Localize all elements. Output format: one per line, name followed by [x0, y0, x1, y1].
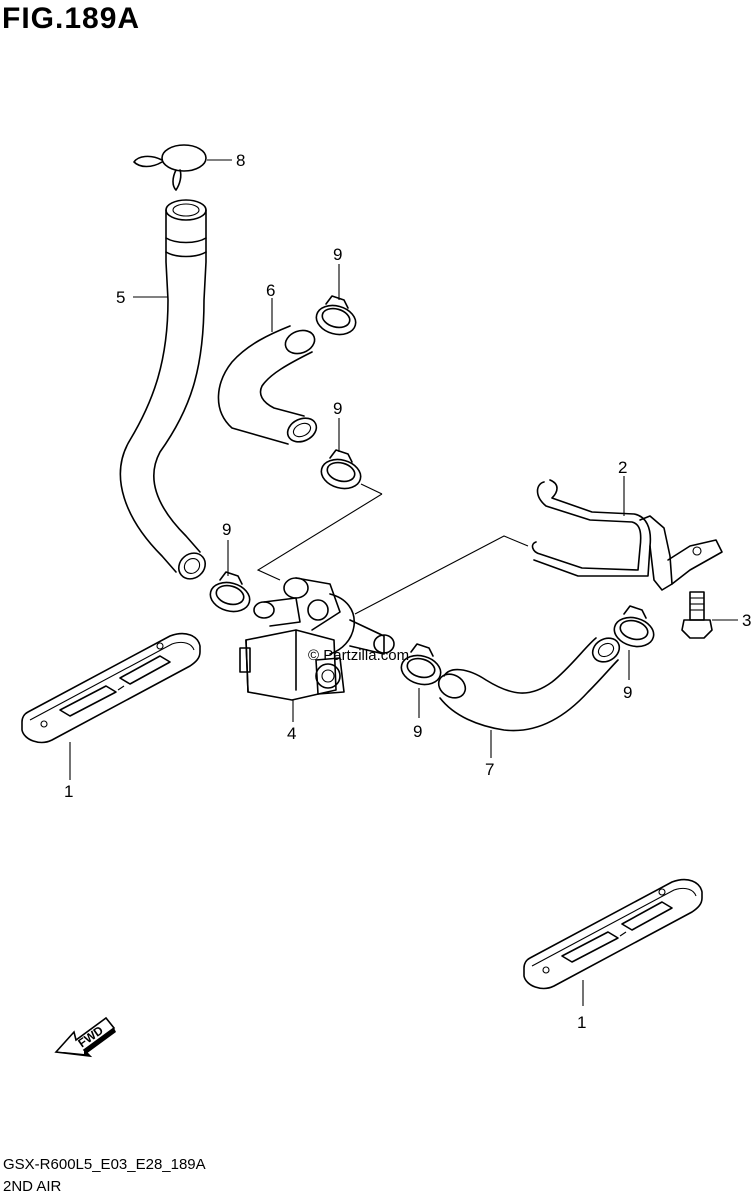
figure-name: 2ND AIR	[3, 1178, 62, 1195]
part-7-hose[interactable]	[434, 633, 623, 732]
part-5-hose[interactable]	[119, 199, 210, 584]
callout-2: 2	[618, 458, 627, 477]
callout-8: 8	[236, 151, 245, 170]
part-2-bracket[interactable]	[531, 479, 723, 591]
part-9-clamp-e[interactable]	[611, 605, 657, 651]
part-9-clamp-a[interactable]	[313, 295, 359, 339]
callout-5: 5	[116, 288, 125, 307]
callout-9-e: 9	[623, 683, 632, 702]
callout-6: 6	[266, 281, 275, 300]
callout-9-b: 9	[333, 399, 342, 418]
part-6-hose[interactable]	[217, 325, 320, 446]
callout-9-c: 9	[222, 520, 231, 539]
callout-3: 3	[742, 611, 751, 630]
part-4-control-valve[interactable]	[239, 577, 395, 701]
callout-9-d: 9	[413, 722, 422, 741]
callout-4: 4	[287, 724, 296, 743]
part-9-clamp-b[interactable]	[318, 449, 364, 493]
part-1-plate-right[interactable]	[523, 878, 703, 990]
part-9-clamp-c[interactable]	[207, 571, 253, 616]
fwd-arrow-icon: FWD	[54, 1016, 116, 1058]
part-1-plate-left[interactable]	[21, 632, 201, 744]
callout-1-a: 1	[64, 782, 73, 801]
part-8-cap[interactable]	[133, 144, 207, 191]
callout-9-a: 9	[333, 245, 342, 264]
watermark: © Partzilla.com	[308, 647, 409, 664]
part-9-clamp-d[interactable]	[398, 643, 444, 689]
part-3-bolt[interactable]	[681, 591, 713, 639]
figure-code: GSX-R600L5_E03_E28_189A	[3, 1156, 206, 1173]
callout-1-b: 1	[577, 1013, 586, 1032]
figure-title: FIG.189A	[2, 2, 141, 35]
callout-7: 7	[485, 760, 494, 779]
